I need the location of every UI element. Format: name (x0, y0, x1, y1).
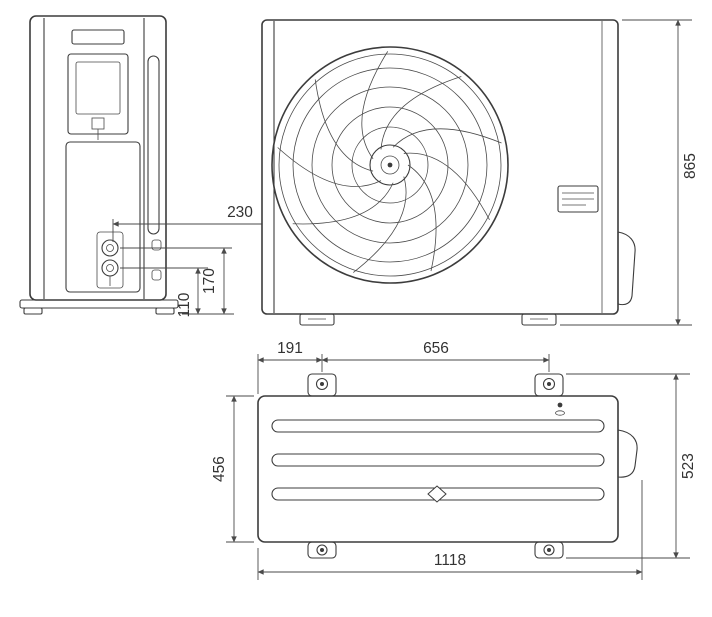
front-foot-left (299, 313, 335, 326)
fan-grille-ring (351, 126, 429, 204)
bracket-bolt (547, 382, 551, 386)
fan-hub-center (387, 162, 393, 168)
bracket-bolt-hole (542, 377, 556, 391)
valve-cover-flap-top (617, 429, 638, 478)
fan-grille-spoke (380, 76, 462, 150)
fan-grille-spoke (277, 147, 382, 187)
fan-grille-ring (331, 106, 449, 224)
label-plate-outline (557, 185, 599, 213)
dim-110: 110 (120, 267, 208, 317)
bracket-plate (307, 373, 337, 397)
dim-170: 170 (120, 247, 234, 315)
front-view: 865 (261, 19, 699, 326)
dim-230: 230 (112, 204, 262, 242)
dim-170-label: 170 (201, 268, 218, 294)
bracket-bolt-hole (316, 544, 328, 556)
dim-865: 865 (560, 19, 699, 326)
side-body-outline (29, 15, 167, 301)
side-foot-left (23, 307, 43, 315)
bracket-plate (307, 541, 337, 559)
bracket-plate (534, 373, 564, 397)
pipe-clamp-upper (151, 239, 162, 251)
screw-slot-mark (555, 410, 565, 416)
fan-grille-spoke (403, 152, 490, 221)
fan-hub (369, 144, 411, 186)
fan-grille-ring (311, 86, 469, 244)
mount-bracket-bottom-left (307, 541, 337, 559)
side-valve-assembly (96, 231, 124, 289)
dim-865-label: 865 (682, 153, 699, 179)
fan-grille-ring (292, 67, 488, 263)
side-top-vent (71, 29, 125, 45)
dim-656-label: 656 (423, 340, 449, 357)
dim-523: 523 (566, 373, 697, 559)
side-base-rail (19, 299, 179, 309)
top-view: 191 656 456 523 1118 (211, 340, 697, 580)
dim-191-label: 191 (277, 340, 303, 357)
fan-hub-inner (380, 155, 400, 175)
side-lower-panel (65, 141, 141, 293)
fan-grille-spoke (353, 176, 407, 273)
fan-grille-spoke (292, 182, 394, 225)
valve-cover-flap (617, 231, 636, 306)
valve-bracket (96, 231, 124, 289)
bracket-bolt (320, 548, 324, 552)
dim-523-label: 523 (680, 453, 697, 479)
valve-liquid (101, 259, 119, 277)
dim-456-label: 456 (211, 456, 228, 482)
pipe-clamp-lower (151, 269, 162, 281)
valve-gas-core (106, 244, 114, 252)
bracket-bolt (547, 548, 551, 552)
fan-grille-ring (278, 53, 502, 277)
top-body-outline (257, 395, 619, 543)
mount-bracket-top-right (534, 373, 564, 397)
bracket-bolt-hole (543, 544, 555, 556)
fan-grille (271, 46, 509, 284)
bracket-bolt (320, 382, 324, 386)
bracket-bolt-hole (315, 377, 329, 391)
side-control-box (67, 53, 129, 135)
side-control-box-inner (75, 61, 121, 115)
rating-label-plate (557, 185, 599, 213)
fan-grille-rim (271, 46, 509, 284)
dim-191-656: 191 656 (257, 340, 550, 394)
front-body-outline (261, 19, 619, 315)
top-slat (271, 453, 605, 467)
dim-456: 456 (211, 395, 254, 543)
dim-1118: 1118 (257, 480, 643, 580)
fan-grille-spoke (407, 164, 437, 272)
bracket-plate (534, 541, 564, 559)
fan-grille-spoke (361, 51, 389, 160)
top-slat (271, 419, 605, 433)
valve-gas (101, 239, 119, 257)
mount-bracket-bottom-right (534, 541, 564, 559)
mount-bracket-top-left (307, 373, 337, 397)
dim-1118-label: 1118 (434, 552, 466, 569)
dim-110-label: 110 (176, 292, 193, 317)
screw-mark (557, 402, 563, 408)
center-marker-icon (427, 485, 447, 503)
fan-grille-spoke (314, 79, 374, 172)
fan-grille-spoke (392, 128, 502, 148)
front-foot-right (521, 313, 557, 326)
side-view: 230 170 110 (19, 15, 262, 317)
valve-liquid-core (106, 264, 114, 272)
side-connector-block (91, 117, 105, 130)
dim-230-label: 230 (227, 204, 253, 221)
side-handle-slot (147, 55, 160, 235)
side-foot-right (155, 307, 175, 315)
